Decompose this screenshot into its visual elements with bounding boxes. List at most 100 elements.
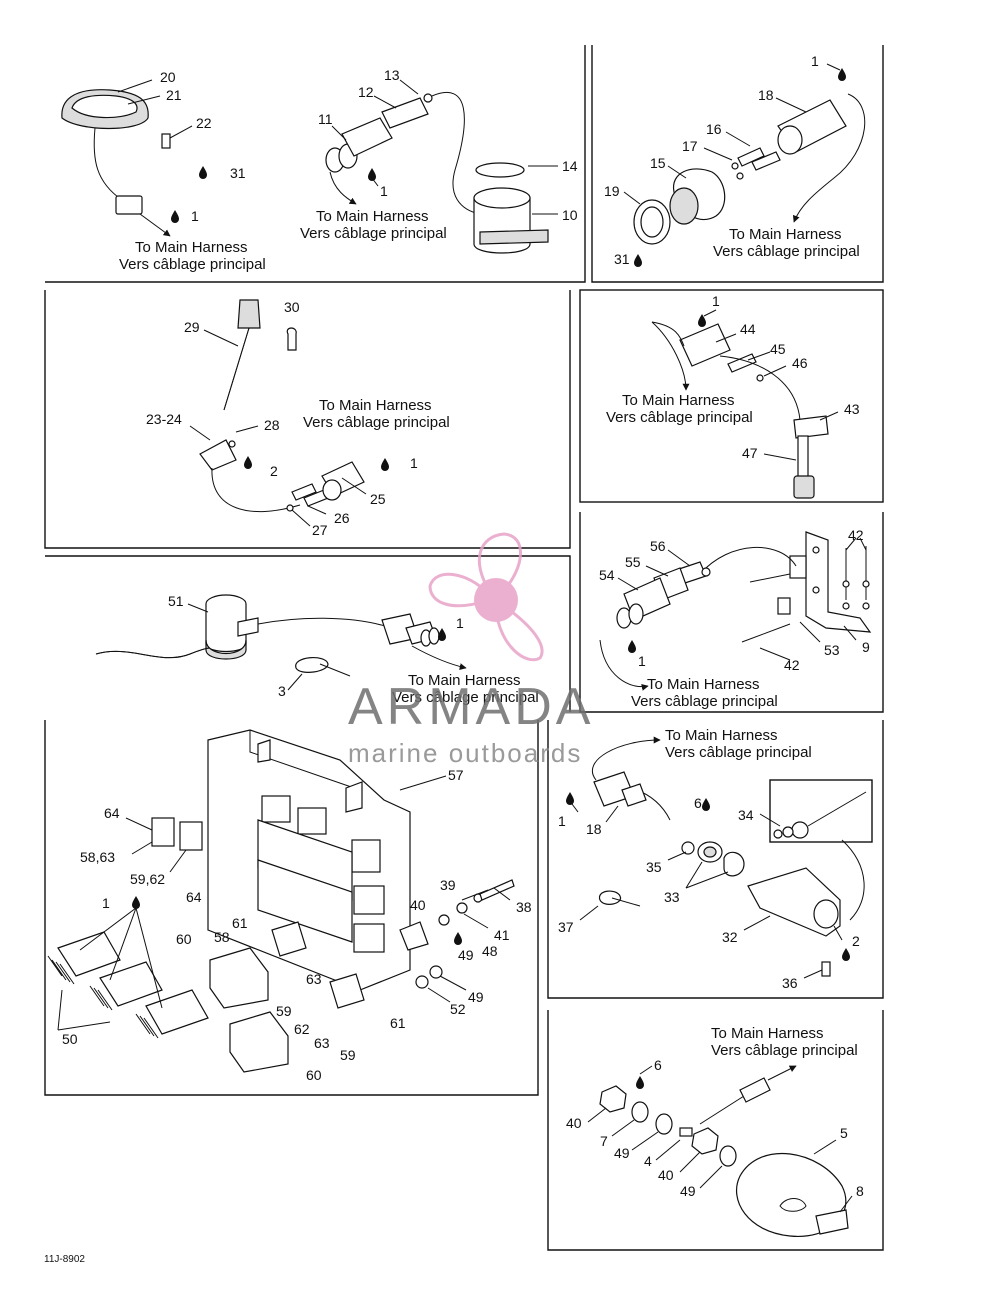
- panel-switch-assembly: 1 18 6 34 35 33 37 32 2 36 To Main Harne…: [558, 727, 873, 991]
- callout-4: 4: [644, 1153, 652, 1169]
- grease-drop-icon: [634, 254, 642, 267]
- callout-12: 12: [358, 84, 374, 100]
- callout-40: 40: [410, 897, 426, 913]
- grease-drop-icon: [244, 456, 252, 469]
- callout-22: 22: [196, 115, 212, 131]
- callout-1: 1: [638, 653, 646, 669]
- caption-to-main-harness: To Main Harness: [729, 226, 842, 243]
- callout-52: 52: [450, 1001, 466, 1017]
- caption-vers-cablage: Vers câblage principal: [303, 414, 450, 431]
- caption-vers-cablage: Vers câblage principal: [119, 256, 266, 273]
- grease-drop-icon: [199, 166, 207, 179]
- callout-54: 54: [599, 567, 615, 583]
- callout-9: 9: [862, 639, 870, 655]
- caption-vers-cablage: Vers câblage principal: [631, 693, 778, 710]
- callout-33: 33: [664, 889, 680, 905]
- callout-55: 55: [625, 554, 641, 570]
- caption-vers-cablage: Vers câblage principal: [711, 1042, 858, 1059]
- callout-51: 51: [168, 593, 184, 609]
- caption-to-main-harness: To Main Harness: [647, 676, 760, 693]
- callout-10: 10: [562, 207, 578, 223]
- callout-1: 1: [380, 183, 388, 199]
- callout-7: 7: [600, 1133, 608, 1149]
- caption-to-main-harness: To Main Harness: [316, 208, 429, 225]
- caption-to-main-harness: To Main Harness: [665, 727, 778, 744]
- callout-60: 60: [176, 931, 192, 947]
- panel-dome-light: 6 40 7 49 4 40 49 5 8 To Main Harness Ve…: [566, 1025, 864, 1237]
- panel-sensor-assembly: 1 44 45 46 43 47 To Main Harness Vers câ…: [606, 293, 860, 499]
- callout-58-63: 58,63: [80, 849, 115, 865]
- callout-44: 44: [740, 321, 756, 337]
- callout-1: 1: [811, 53, 819, 69]
- callout-13: 13: [384, 67, 400, 83]
- grease-drop-icon: [368, 168, 376, 181]
- grease-drop-icon: [842, 948, 850, 961]
- callout-2: 2: [852, 933, 860, 949]
- callout-45: 45: [770, 341, 786, 357]
- callout-30: 30: [284, 299, 300, 315]
- grease-drop-icon: [132, 896, 140, 909]
- callout-47: 47: [742, 445, 758, 461]
- callout-48: 48: [482, 943, 498, 959]
- callout-29: 29: [184, 319, 200, 335]
- callout-42: 42: [784, 657, 800, 673]
- callout-8: 8: [856, 1183, 864, 1199]
- callout-59: 59: [276, 1003, 292, 1019]
- callout-31: 31: [230, 165, 246, 181]
- callout-21: 21: [166, 87, 182, 103]
- watermark-brand: ARMADA: [348, 678, 594, 736]
- panel-horn-assembly: 13 12 11 1 14 10 To Main Harness Vers câ…: [300, 67, 578, 254]
- callout-63: 63: [306, 971, 322, 987]
- callout-46: 46: [792, 355, 808, 371]
- caption-vers-cablage: Vers câblage principal: [392, 689, 539, 706]
- callout-59-62: 59,62: [130, 871, 165, 887]
- callout-1: 1: [102, 895, 110, 911]
- callout-18: 18: [758, 87, 774, 103]
- caption-vers-cablage: Vers câblage principal: [713, 243, 860, 260]
- panel-indicator-light: 20 21 22 31 1 To Main Harness Vers câbla…: [61, 69, 266, 273]
- callout-23-24: 23-24: [146, 411, 182, 427]
- callout-5: 5: [840, 1125, 848, 1141]
- callout-18: 18: [586, 821, 602, 837]
- callout-19: 19: [604, 183, 620, 199]
- callout-49: 49: [468, 989, 484, 1005]
- panel-frames: [44, 45, 884, 1251]
- callout-50: 50: [62, 1031, 78, 1047]
- caption-vers-cablage: Vers câblage principal: [665, 744, 812, 761]
- caption-to-main-harness: To Main Harness: [622, 392, 735, 409]
- caption-to-main-harness: To Main Harness: [319, 397, 432, 414]
- callout-37: 37: [558, 919, 574, 935]
- callout-40: 40: [566, 1115, 582, 1131]
- callout-43: 43: [844, 401, 860, 417]
- panel-stern-light: 30 29 23-24 28 2 1 25 26 27 To Main Harn…: [146, 299, 450, 538]
- callout-17: 17: [682, 138, 698, 154]
- callout-16: 16: [706, 121, 722, 137]
- callout-62: 62: [294, 1021, 310, 1037]
- grease-drop-icon: [702, 798, 710, 811]
- callout-58: 58: [214, 929, 230, 945]
- panel-bilge-pump: 51 1 3 To Main Harness Vers câblage prin…: [95, 593, 539, 706]
- grease-drop-icon: [381, 458, 389, 471]
- drawing-code: 11J-8902: [44, 1254, 85, 1265]
- callout-25: 25: [370, 491, 386, 507]
- callout-35: 35: [646, 859, 662, 875]
- grease-drop-icon: [171, 210, 179, 223]
- callout-53: 53: [824, 642, 840, 658]
- grease-drop-icon: [628, 640, 636, 653]
- panel-socket-assembly: 1 18 16 17 15 19 31 To Main Harness Vers…: [604, 53, 866, 267]
- callout-64: 64: [104, 805, 120, 821]
- callout-61: 61: [232, 915, 248, 931]
- callout-1: 1: [712, 293, 720, 309]
- callout-49: 49: [458, 947, 474, 963]
- panel-electrical-box: 57 64 58,63 59,62 64 1 60 58 61 63 59 62…: [47, 729, 532, 1083]
- callout-20: 20: [160, 69, 176, 85]
- callout-39: 39: [440, 877, 456, 893]
- caption-vers-cablage: Vers câblage principal: [606, 409, 753, 426]
- callout-1: 1: [558, 813, 566, 829]
- callout-41: 41: [494, 927, 510, 943]
- callout-61: 61: [390, 1015, 406, 1031]
- callout-64: 64: [186, 889, 202, 905]
- callout-2: 2: [270, 463, 278, 479]
- propeller-logo-icon: [428, 532, 544, 662]
- callout-28: 28: [264, 417, 280, 433]
